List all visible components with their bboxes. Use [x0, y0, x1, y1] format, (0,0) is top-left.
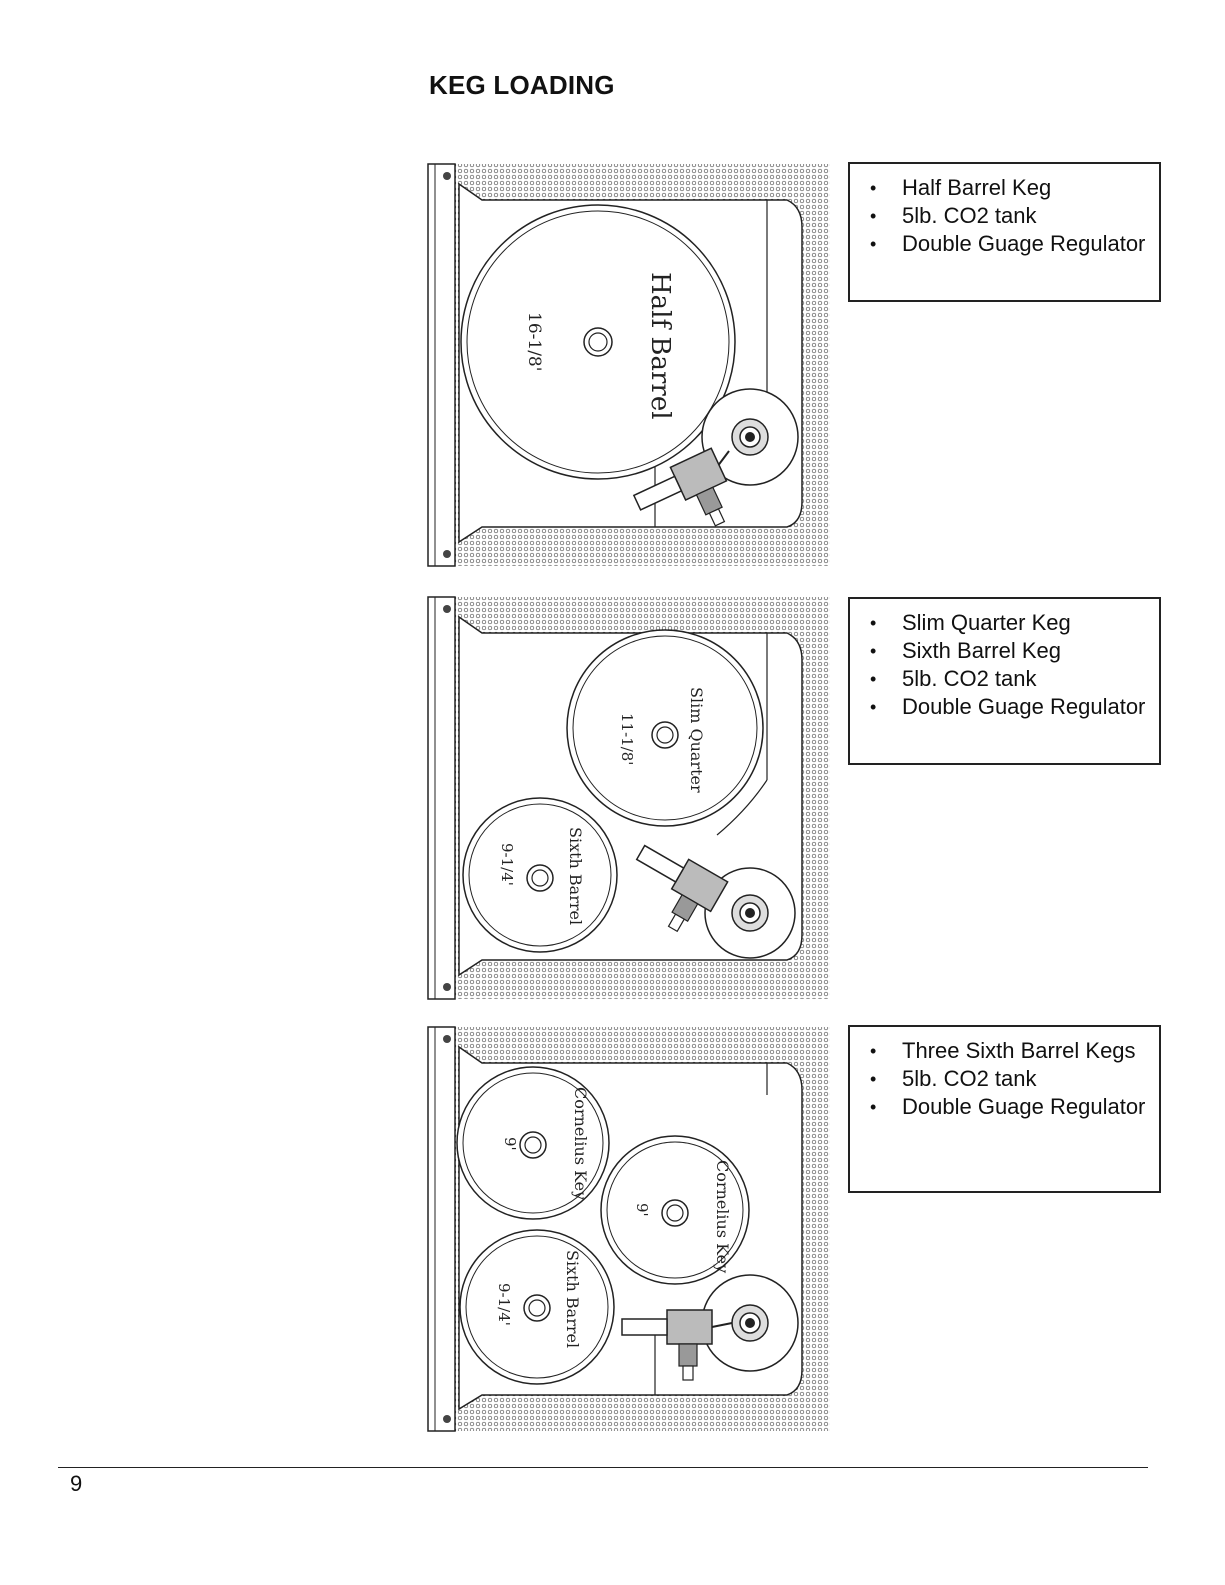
page-number: 9 — [70, 1471, 83, 1496]
keg-size-label: 9' — [633, 1203, 651, 1217]
keg-name-label: Slim Quarter — [687, 687, 706, 793]
equipment-list-panel-2: Slim Quarter Keg Sixth Barrel Keg 5lb. C… — [848, 597, 1161, 765]
keg-size-label: 11-1/8' — [618, 713, 636, 765]
equipment-list-panel-1: Half Barrel Keg 5lb. CO2 tank Double Gua… — [848, 162, 1161, 302]
regulator-icon — [632, 447, 730, 527]
keg-size-label: 9-1/4' — [495, 1283, 513, 1326]
keg-diagram-slim-quarter-sixth-barrel: Slim Quarter 11-1/8' Sixth Barrel 9-1/4' — [427, 595, 832, 1000]
keg-name-label: Cornelius Key — [571, 1087, 590, 1200]
footer-divider — [58, 1467, 1148, 1468]
half-barrel-keg-icon — [460, 204, 736, 480]
list-item: Half Barrel Keg — [868, 174, 1149, 202]
sixth-barrel-keg-icon — [462, 797, 618, 953]
keg-name-label: Cornelius Key — [713, 1160, 732, 1273]
regulator-icon — [621, 1309, 733, 1381]
keg-diagram-three-sixth-barrel: Cornelius Key 9' Cornelius Key 9' Sixth … — [427, 1025, 832, 1433]
list-item: Three Sixth Barrel Kegs — [868, 1037, 1149, 1065]
keg-size-label: 16-1/8' — [524, 312, 544, 371]
list-item: 5lb. CO2 tank — [868, 202, 1149, 230]
list-item: Double Guage Regulator — [868, 1093, 1149, 1121]
cornelius-keg-icon — [600, 1135, 750, 1285]
page-title: KEG LOADING — [429, 70, 615, 100]
list-item: Sixth Barrel Keg — [868, 637, 1149, 665]
list-item: Slim Quarter Keg — [868, 609, 1149, 637]
slim-quarter-keg-icon — [566, 629, 764, 827]
keg-size-label: 9-1/4' — [498, 843, 516, 886]
sixth-barrel-keg-icon — [459, 1229, 615, 1385]
equipment-list-panel-3: Three Sixth Barrel Kegs 5lb. CO2 tank Do… — [848, 1025, 1161, 1193]
cornelius-keg-icon — [456, 1066, 610, 1220]
keg-diagram-half-barrel: Half Barrel 16-1/8' — [427, 162, 832, 567]
list-item: 5lb. CO2 tank — [868, 1065, 1149, 1093]
co2-tank-icon — [704, 867, 796, 959]
list-item: Double Guage Regulator — [868, 693, 1149, 721]
co2-tank-icon — [701, 388, 799, 486]
keg-size-label: 9' — [501, 1137, 519, 1151]
keg-name-label: Half Barrel — [645, 272, 675, 420]
keg-name-label: Sixth Barrel — [566, 827, 585, 925]
keg-name-label: Sixth Barrel — [563, 1250, 582, 1348]
list-item: 5lb. CO2 tank — [868, 665, 1149, 693]
list-item: Double Guage Regulator — [868, 230, 1149, 258]
regulator-icon — [635, 844, 729, 933]
co2-tank-icon — [701, 1274, 799, 1372]
